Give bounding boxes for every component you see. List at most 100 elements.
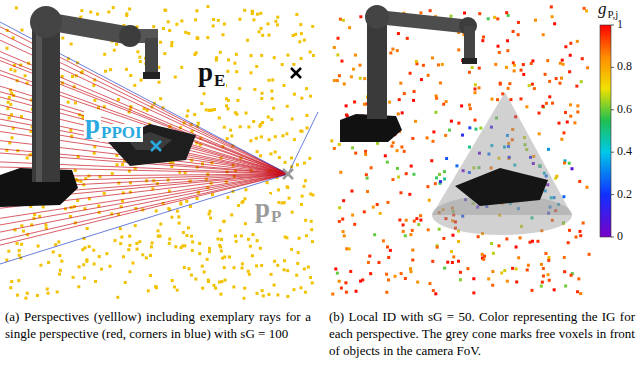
perspective-point xyxy=(232,285,235,288)
perspective-point xyxy=(187,267,190,270)
perspective-point xyxy=(401,111,404,114)
perspective-point xyxy=(554,177,557,180)
panel-caption: (a) Perspectives (yelllow) including exe… xyxy=(5,309,311,343)
perspective-point xyxy=(459,271,462,274)
perspective-point xyxy=(159,223,162,226)
perspective-point xyxy=(364,153,367,156)
perspective-point xyxy=(114,239,117,242)
perspective-point xyxy=(167,20,170,23)
perspective-point xyxy=(578,180,581,183)
perspective-point xyxy=(150,245,153,248)
perspective-point xyxy=(382,239,385,242)
perspective-point xyxy=(345,291,348,294)
colorbar-tick-label: 0.6 xyxy=(617,103,632,116)
perspective-point xyxy=(482,258,485,261)
perspective-point xyxy=(36,294,39,297)
perspective-point xyxy=(112,6,115,9)
perspective-point xyxy=(457,260,460,263)
perspective-point xyxy=(468,103,471,106)
perspective-point xyxy=(364,150,367,153)
perspective-point xyxy=(89,11,92,14)
perspective-point xyxy=(446,261,449,264)
perspective-point xyxy=(277,188,280,191)
perspective-point xyxy=(412,173,415,176)
perspective-point xyxy=(300,203,303,206)
perspective-point xyxy=(575,85,578,88)
perspective-point xyxy=(283,201,286,204)
perspective-point xyxy=(168,238,171,241)
perspective-point xyxy=(174,245,177,248)
perspective-point xyxy=(20,243,23,246)
perspective-point xyxy=(448,129,451,132)
perspective-point xyxy=(398,218,401,221)
perspective-point xyxy=(342,199,345,202)
perspective-point xyxy=(119,242,122,245)
perspective-point xyxy=(441,63,444,66)
perspective-point xyxy=(125,12,128,15)
perspective-point xyxy=(352,68,355,71)
perspective-point xyxy=(372,206,375,209)
perspective-point xyxy=(293,93,296,96)
perspective-point xyxy=(585,9,588,12)
perspective-point xyxy=(491,284,494,287)
perspective-point xyxy=(353,100,356,103)
perspective-point xyxy=(527,264,530,267)
perspective-point xyxy=(209,217,212,220)
perspective-point xyxy=(139,60,142,63)
perspective-point xyxy=(443,178,446,181)
free-voxel-cone xyxy=(432,92,572,235)
perspective-point xyxy=(409,72,412,75)
perspective-point xyxy=(542,267,545,270)
perspective-point xyxy=(271,97,274,100)
perspective-point xyxy=(227,99,230,102)
perspective-point xyxy=(334,267,337,270)
perspective-point xyxy=(399,191,402,194)
perspective-point xyxy=(428,199,431,202)
perspective-point xyxy=(296,262,299,265)
perspective-point xyxy=(274,135,277,138)
perspective-point xyxy=(291,211,294,214)
perspective-point xyxy=(230,134,233,137)
perspective-point xyxy=(581,57,584,60)
perspective-point xyxy=(337,37,340,40)
perspective-point xyxy=(573,121,576,124)
perspective-point xyxy=(564,111,567,114)
robot-arm xyxy=(0,6,160,207)
perspective-point xyxy=(175,23,178,26)
perspective-point xyxy=(290,156,293,159)
perspective-point xyxy=(450,250,453,253)
perspective-point xyxy=(566,120,569,123)
perspective-point xyxy=(276,16,279,19)
perspective-point xyxy=(58,273,61,276)
perspective-point xyxy=(267,22,270,25)
perspective-point xyxy=(229,129,232,132)
perspective-point xyxy=(569,54,572,57)
perspective-point xyxy=(570,274,573,277)
perspective-point xyxy=(366,190,369,193)
perspective-point xyxy=(78,265,81,268)
perspective-point xyxy=(450,120,453,123)
perspective-point xyxy=(333,46,336,49)
perspective-point xyxy=(133,84,136,87)
perspective-point xyxy=(403,150,406,153)
perspective-point xyxy=(542,274,545,277)
perspective-point xyxy=(494,63,497,66)
perspective-point xyxy=(39,264,42,267)
perspective-point xyxy=(226,70,229,73)
perspective-point xyxy=(309,276,312,279)
perspective-point xyxy=(396,49,399,52)
perspective-point xyxy=(288,197,291,200)
perspective-point xyxy=(579,292,582,295)
robot-highlight xyxy=(36,22,42,182)
perspective-point xyxy=(429,9,432,12)
perspective-point xyxy=(228,255,231,258)
perspective-point xyxy=(206,258,209,261)
perspective-point xyxy=(104,70,107,73)
perspective-point xyxy=(409,267,412,270)
perspective-point xyxy=(274,150,277,153)
perspective-point xyxy=(85,258,88,261)
perspective-point xyxy=(449,15,452,18)
perspective-point xyxy=(517,256,520,259)
perspective-point xyxy=(408,193,411,196)
